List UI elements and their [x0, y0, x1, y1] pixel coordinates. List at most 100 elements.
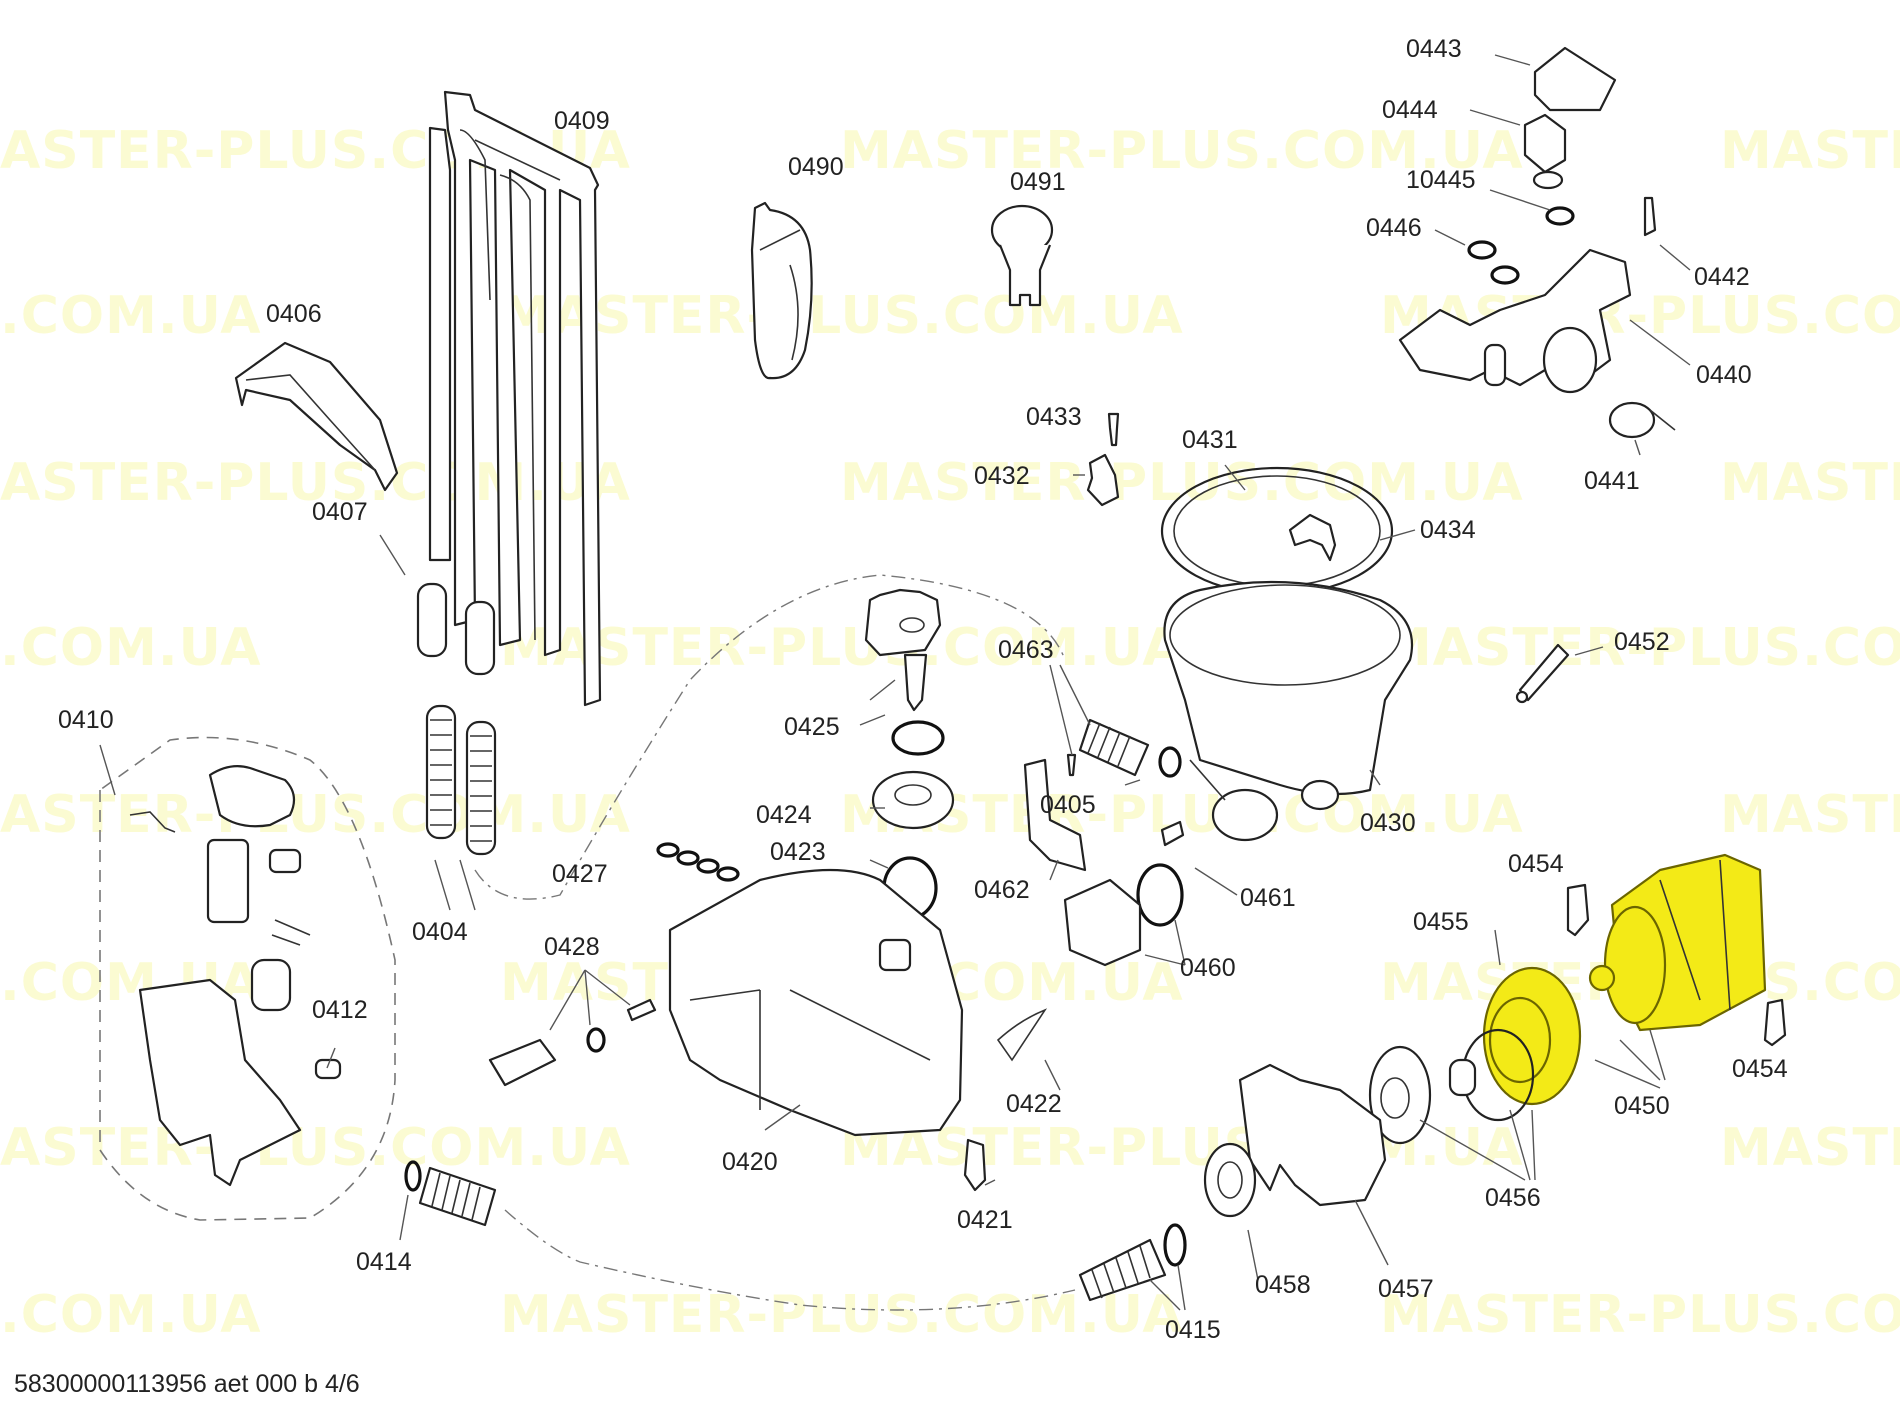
part-0430-sump[interactable]: [1163, 580, 1414, 842]
label-0406[interactable]: 0406: [266, 300, 322, 328]
label-0463[interactable]: 0463: [998, 636, 1054, 664]
label-0444[interactable]: 0444: [1382, 96, 1438, 124]
label-0424[interactable]: 0424: [756, 801, 812, 829]
label-0404[interactable]: 0404: [412, 918, 468, 946]
part-0441-clamp[interactable]: [1608, 401, 1676, 439]
leader-lines: [99, 54, 1691, 1311]
part-0457-pump-housing[interactable]: [1238, 1063, 1387, 1207]
watermark-text: MASTER-PLUS.COM.UA: [840, 453, 1524, 513]
part-0461-plug[interactable]: [1160, 820, 1185, 847]
label-0423[interactable]: 0423: [770, 838, 826, 866]
label-0443[interactable]: 0443: [1406, 35, 1462, 63]
link-line-0414-0415: [504, 1209, 1076, 1311]
label-0450[interactable]: 0450: [1614, 1092, 1670, 1120]
part-0415-hose[interactable]: [1078, 1223, 1187, 1302]
label-0455[interactable]: 0455: [1413, 908, 1469, 936]
part-0404-hoses[interactable]: [425, 704, 497, 856]
part-0405-seal[interactable]: [1158, 746, 1182, 778]
part-0443-cap[interactable]: [1533, 46, 1617, 112]
part-0456-impeller-set[interactable]: [1368, 1028, 1535, 1145]
label-0454-upper[interactable]: 0454: [1508, 850, 1564, 878]
label-0441[interactable]: 0441: [1584, 467, 1640, 495]
label-0431[interactable]: 0431: [1182, 426, 1238, 454]
label-0442[interactable]: 0442: [1694, 263, 1750, 291]
label-0490[interactable]: 0490: [788, 153, 844, 181]
part-0406-cover[interactable]: [234, 341, 399, 492]
part-0490-salt-funnel[interactable]: [750, 201, 813, 380]
part-0454-clip-upper[interactable]: [1566, 883, 1590, 937]
part-0421-clip[interactable]: [963, 1138, 987, 1192]
label-0421[interactable]: 0421: [957, 1206, 1013, 1234]
part-0412-connector[interactable]: [314, 1058, 342, 1080]
part-0452-heater[interactable]: [1515, 643, 1570, 704]
part-0444-sensor[interactable]: [1523, 113, 1567, 190]
part-0422-bracket[interactable]: [996, 1008, 1048, 1062]
label-0427[interactable]: 0427: [552, 860, 608, 888]
label-0491[interactable]: 0491: [1010, 168, 1066, 196]
label-0460[interactable]: 0460: [1180, 954, 1236, 982]
part-10445-o-ring[interactable]: [1545, 206, 1575, 226]
label-0458[interactable]: 0458: [1255, 1271, 1311, 1299]
label-0405[interactable]: 0405: [1040, 791, 1096, 819]
label-0422[interactable]: 0422: [1006, 1090, 1062, 1118]
watermark-text: MASTER-PLUS.COM.UA: [500, 286, 1184, 346]
part-0420-softener[interactable]: [668, 868, 964, 1137]
label-0407[interactable]: 0407: [312, 498, 368, 526]
part-0442-clip[interactable]: [1643, 196, 1657, 237]
label-0414[interactable]: 0414: [356, 1248, 412, 1276]
label-0409[interactable]: 0409: [554, 107, 610, 135]
watermark-text: MASTE: [1720, 121, 1900, 181]
diagram-code: 58300000113956 aet 000 b 4/6: [14, 1370, 360, 1398]
watermark-text: .COM.UA: [0, 1285, 262, 1345]
label-0425[interactable]: 0425: [784, 713, 840, 741]
part-0458-bellows[interactable]: [1203, 1142, 1257, 1218]
label-0446[interactable]: 0446: [1366, 214, 1422, 242]
part-0433-screw[interactable]: [1107, 412, 1120, 447]
part-0463-hose[interactable]: [1066, 718, 1150, 777]
label-0454-lower[interactable]: 0454: [1732, 1055, 1788, 1083]
part-0407-sleeves[interactable]: [416, 582, 496, 676]
part-0425-cap[interactable]: [864, 588, 945, 756]
label-0456[interactable]: 0456: [1485, 1184, 1541, 1212]
part-0440-drain-assembly[interactable]: [1398, 248, 1632, 394]
connection-lines: [99, 574, 1076, 1311]
watermark-text: MASTE: [1720, 785, 1900, 845]
watermark-text: MASTER-PLUS.COM.UA: [500, 618, 1184, 678]
label-0412[interactable]: 0412: [312, 996, 368, 1024]
part-0414-hose[interactable]: [404, 1160, 497, 1227]
watermark-text: .COM.UA: [0, 286, 262, 346]
label-0430[interactable]: 0430: [1360, 809, 1416, 837]
part-0434-clip-insert[interactable]: [1288, 513, 1337, 562]
watermark-text: MASTER-PLUS.COM: [1380, 1285, 1900, 1345]
label-10445[interactable]: 10445: [1406, 166, 1476, 194]
part-0460-valve[interactable]: [1063, 863, 1184, 967]
label-0432[interactable]: 0432: [974, 462, 1030, 490]
part-0428-valve-set[interactable]: [488, 998, 657, 1087]
part-0454-clip-lower[interactable]: [1763, 998, 1787, 1047]
label-0462[interactable]: 0462: [974, 876, 1030, 904]
part-0432-plate[interactable]: [1086, 453, 1120, 507]
watermark-text: MASTE: [1720, 453, 1900, 513]
part-0409-pipe[interactable]: [428, 90, 602, 707]
label-0457[interactable]: 0457: [1378, 1275, 1434, 1303]
group-outline-0410: [99, 736, 396, 1221]
label-0415[interactable]: 0415: [1165, 1316, 1221, 1344]
part-0450-pump-motor[interactable]: [1588, 853, 1767, 1032]
label-0434[interactable]: 0434: [1420, 516, 1476, 544]
label-0433[interactable]: 0433: [1026, 403, 1082, 431]
label-0428[interactable]: 0428: [544, 933, 600, 961]
part-0455-pump-cover[interactable]: [1482, 966, 1582, 1106]
part-0462-holder[interactable]: [1023, 758, 1087, 872]
label-0420[interactable]: 0420: [722, 1148, 778, 1176]
watermark-text: ASTER-PLUS.COM.UA: [0, 1118, 631, 1178]
part-0446-o-rings[interactable]: [1467, 240, 1520, 285]
label-0461[interactable]: 0461: [1240, 884, 1296, 912]
label-0452[interactable]: 0452: [1614, 628, 1670, 656]
part-0491-funnel-insert[interactable]: [990, 204, 1054, 307]
watermark-text: MASTER-PLUS.COM.UA: [840, 121, 1524, 181]
part-0410-inlet-group[interactable]: [129, 765, 311, 1187]
label-0440[interactable]: 0440: [1696, 361, 1752, 389]
label-0410[interactable]: 0410: [58, 706, 114, 734]
part-0424-nut[interactable]: [871, 770, 955, 830]
